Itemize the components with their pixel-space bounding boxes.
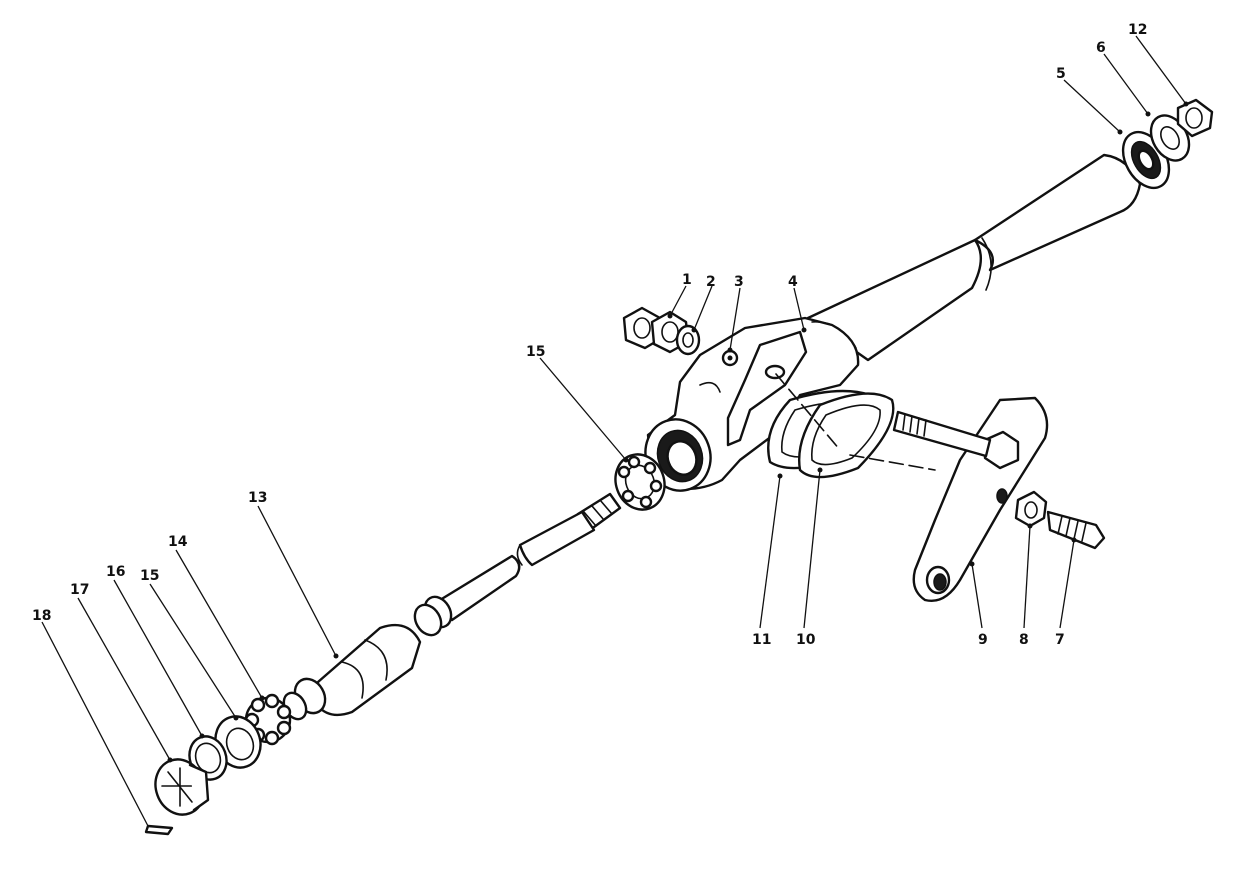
tube-upper (806, 153, 1142, 362)
callout-8: 8 (1019, 632, 1029, 648)
part-18-split-pin (144, 824, 174, 836)
part-10-gasket (798, 392, 895, 479)
alignment-line (775, 373, 936, 471)
callout-10: 10 (796, 632, 816, 648)
part-13-shaft (282, 492, 622, 721)
callout-9: 9 (978, 632, 988, 648)
part-8-nut (1014, 490, 1048, 528)
callout-15-upper: 15 (526, 344, 545, 360)
callout-16: 16 (106, 564, 125, 580)
part-15-bearing-upper (614, 453, 666, 511)
part-9-plate (892, 396, 1049, 602)
callout-14: 14 (168, 534, 188, 550)
part-3-grease-nipple (721, 349, 739, 367)
part-4-housing (644, 316, 860, 492)
part-2-washer (675, 324, 701, 356)
callout-7: 7 (1055, 632, 1065, 648)
part-7-screw (1046, 510, 1106, 550)
part-12-nut (1176, 98, 1214, 138)
leader-lines (41, 35, 1189, 827)
callout-2: 2 (706, 274, 716, 290)
part-14-ball-race (244, 693, 292, 746)
callout-6: 6 (1096, 40, 1106, 56)
callout-3: 3 (734, 274, 744, 290)
callout-12: 12 (1128, 22, 1147, 38)
callout-1: 1 (682, 272, 692, 288)
callout-5: 5 (1056, 66, 1066, 82)
callout-15-lower: 15 (140, 568, 159, 584)
callout-18: 18 (32, 608, 51, 624)
callout-labels: 12 6 5 1 2 3 4 15 11 10 9 8 7 13 14 15 1… (32, 22, 1147, 648)
callout-13: 13 (248, 490, 267, 506)
callout-17: 17 (70, 582, 89, 598)
callout-4: 4 (788, 274, 798, 290)
callout-11: 11 (752, 632, 771, 648)
